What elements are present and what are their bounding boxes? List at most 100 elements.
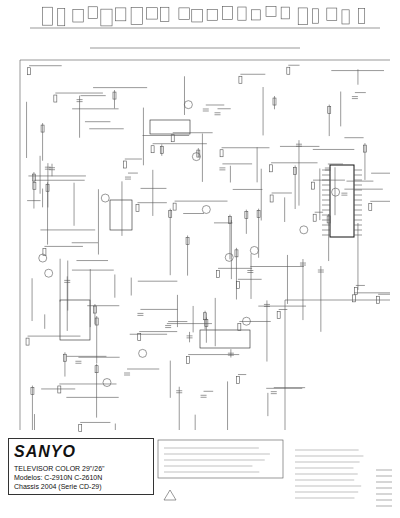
wire [184, 76, 185, 115]
capacitor-symbol [215, 114, 221, 115]
note-line [295, 492, 358, 493]
wire [115, 424, 116, 430]
capacitor-symbol [187, 335, 193, 336]
capacitor-symbol [341, 195, 347, 196]
wire [357, 223, 358, 290]
note-line [164, 448, 259, 449]
wire [218, 268, 252, 269]
wire [214, 222, 232, 223]
header-block [58, 9, 65, 26]
wire [287, 255, 288, 304]
wire [139, 331, 177, 332]
wire [96, 364, 97, 418]
revision-line [376, 506, 392, 507]
wire [130, 334, 167, 335]
wire [238, 374, 246, 375]
header-block [115, 8, 125, 21]
wire [41, 388, 75, 389]
capacitor-symbol [125, 177, 131, 178]
wire [239, 321, 270, 322]
transistor-symbol [192, 153, 200, 161]
wire [44, 246, 83, 247]
resistor-symbol [363, 145, 366, 152]
revision-line [376, 470, 392, 471]
resistor-symbol [151, 146, 154, 153]
note-line [295, 486, 361, 487]
note-line [295, 468, 353, 469]
wire [356, 285, 365, 286]
wire [229, 215, 230, 260]
resistor-symbol [354, 287, 357, 294]
wire [47, 163, 48, 207]
capacitor-symbol [64, 282, 70, 283]
title-text: Modelos: C-2910N C-2610N [14, 474, 148, 483]
capacitor-symbol [247, 270, 253, 271]
wire [29, 65, 62, 66]
wire [40, 229, 95, 230]
wire [114, 90, 115, 108]
wire [98, 189, 99, 254]
capacitor-symbol [264, 304, 270, 305]
capacitor-symbol [137, 313, 143, 314]
ic-pin [322, 205, 330, 206]
ic-pin [354, 170, 362, 171]
capacitor-symbol [325, 168, 331, 169]
resistor-symbol [353, 295, 356, 302]
resistor-symbol [257, 211, 260, 218]
capacitor-symbol [296, 146, 302, 147]
wire [153, 143, 207, 144]
wiring [20, 6, 392, 506]
wire [206, 317, 207, 342]
ic-package [330, 165, 354, 237]
wire [179, 387, 180, 430]
wire [72, 270, 114, 271]
ic-pin [354, 195, 362, 196]
wire [320, 266, 321, 332]
wire [128, 173, 138, 174]
wire [240, 74, 265, 75]
header-block [298, 8, 307, 25]
wire [34, 414, 35, 430]
wire [143, 108, 144, 166]
capacitor-symbol [271, 393, 277, 394]
ic-pin [322, 170, 330, 171]
resistor-symbol [236, 281, 239, 288]
resistor-symbol [294, 167, 297, 174]
wire [67, 276, 68, 331]
wire [202, 134, 203, 182]
ic-package [200, 330, 250, 348]
ground-rail [20, 60, 21, 430]
header-block [43, 7, 53, 25]
resistor-symbol [58, 386, 61, 393]
wire [274, 387, 305, 388]
header-block [342, 10, 349, 24]
header-block [312, 9, 318, 23]
wire [141, 188, 167, 189]
ic-pin [322, 210, 330, 211]
wire [55, 93, 103, 94]
resistor-symbol [63, 354, 66, 361]
wire [26, 102, 27, 158]
wire [340, 92, 341, 127]
transistor-symbol [101, 194, 109, 202]
wire [315, 212, 323, 213]
wire [295, 165, 296, 209]
wire [279, 309, 288, 310]
supply-rail [285, 300, 390, 301]
capacitor-symbol [215, 112, 221, 113]
resistor-symbol [95, 366, 98, 373]
ic-package [150, 120, 190, 134]
resistor-symbol [369, 203, 372, 210]
wire [42, 189, 43, 208]
wire [230, 166, 231, 183]
transistor-symbol [103, 379, 111, 387]
note-line [295, 480, 354, 481]
note-line [164, 472, 259, 473]
resistor-symbol [197, 150, 200, 157]
wire [170, 209, 171, 276]
capacitor-symbol [352, 98, 358, 99]
capacitor-symbol [264, 306, 270, 307]
resistor-symbol [95, 318, 98, 325]
title-block: SANYOTELEVISOR COLOR 29"/26"Modelos: C-2… [8, 438, 154, 495]
header-block [327, 8, 337, 20]
